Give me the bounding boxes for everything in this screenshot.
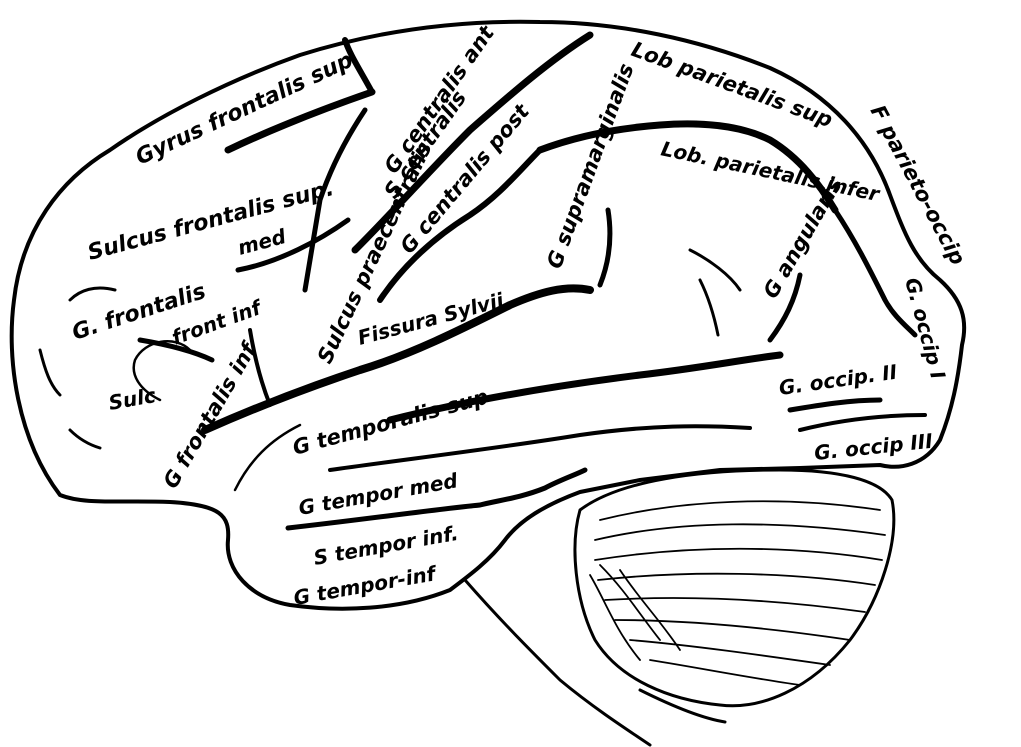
cerebellum-folia xyxy=(589,500,886,686)
sulcus-temporalis-sup xyxy=(386,351,784,424)
label-g-tempor-inf: G tempor-inf xyxy=(292,561,440,610)
gyrus-outline-frontal xyxy=(132,340,192,402)
sulcus-precentral-upper xyxy=(342,37,375,95)
sulcus-intraparietalis xyxy=(536,120,839,214)
label-sulcus-frontalis-sup: Sulcus frontalis sup. xyxy=(85,176,337,266)
gyrus-outline-temporal xyxy=(233,423,302,492)
cerebrum-outline xyxy=(9,19,967,611)
temporal-branch xyxy=(688,248,742,292)
label-frontalis-med: med xyxy=(235,224,289,260)
sulcus-frontalis-inf xyxy=(137,337,215,363)
brainstem-front xyxy=(638,688,727,724)
label-g-supramarginalis: G supramarginalis xyxy=(542,60,639,271)
sulcus-postcentralis xyxy=(377,147,543,303)
labels: Gyrus frontalis sup Sulcus frontalis sup… xyxy=(69,21,970,610)
sulcus-temporalis-inf xyxy=(285,467,588,531)
label-g-occip-iii: G. occip III xyxy=(813,429,934,465)
label-g-temporalis-sup: G temporalis sup xyxy=(290,385,491,460)
sulcus-parietalis-ext xyxy=(832,207,918,338)
brainstem-outline xyxy=(463,578,652,747)
temporal-branch-2 xyxy=(698,278,720,337)
sulcus-centralis xyxy=(351,31,594,254)
frontal-lobe-sulcus-2 xyxy=(38,348,62,397)
label-f-parieto-occip: F parieto-occip xyxy=(866,101,970,269)
sulcus-radiatus xyxy=(248,328,272,407)
sulcus-occip-lower xyxy=(798,413,927,432)
label-s-tempor-inf: S tempor inf. xyxy=(312,521,460,570)
sulcus-frontalis-sup xyxy=(224,88,376,154)
label-g-angularis: G angularis xyxy=(759,174,847,303)
sulcus-occip-upper xyxy=(787,397,883,413)
frontal-lobe-sulcus-1 xyxy=(68,286,117,302)
label-g-occip-ii: G. occip. II xyxy=(777,360,899,400)
sulci xyxy=(38,31,927,531)
sulcus-angularis xyxy=(767,272,803,343)
sulcus-praecentralis xyxy=(302,107,368,293)
sulcus-temporalis-med xyxy=(328,424,752,472)
sulcus-frontalis-med xyxy=(235,217,351,273)
sulcus-supramarginalis xyxy=(597,207,613,288)
label-lob-parietalis-infer: Lob. parietalis infer xyxy=(659,136,883,206)
frontal-lobe-sulcus-3 xyxy=(68,428,102,450)
label-sulc: Sulc xyxy=(107,383,158,415)
